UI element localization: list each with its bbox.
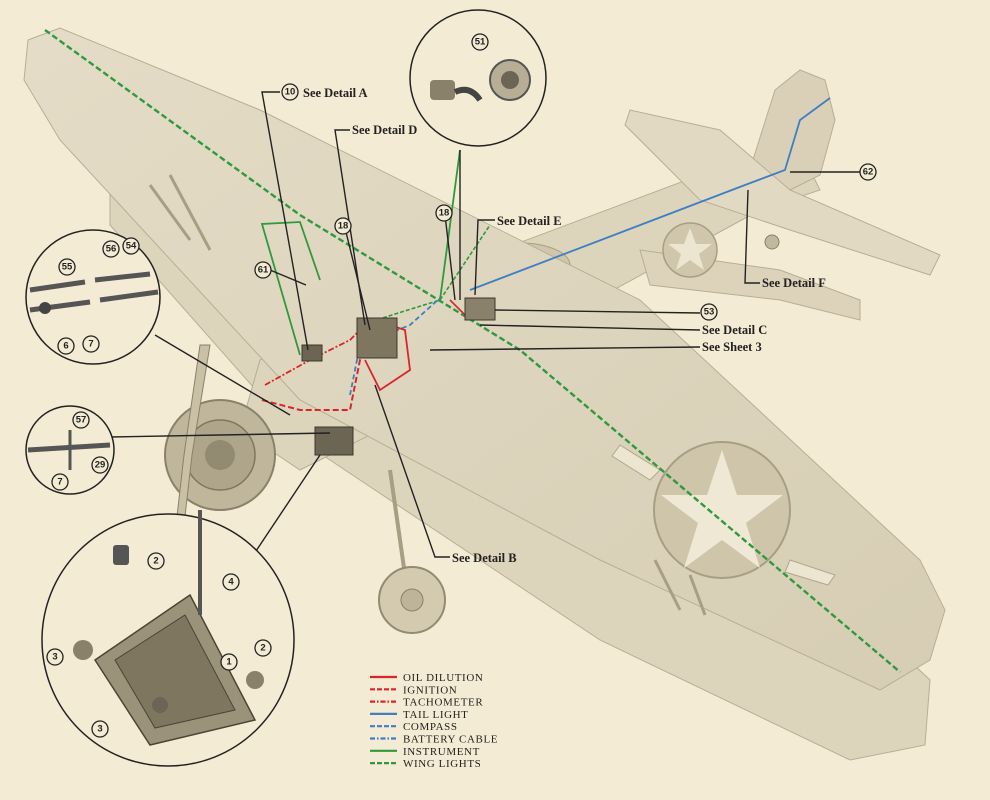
insignia-bar-right (784, 559, 836, 586)
wing-struts (148, 174, 707, 616)
gear-strut (388, 469, 407, 576)
wire-instrument (260, 149, 461, 356)
wire-wing-lights (44, 29, 901, 673)
callout-4: 4 (222, 573, 240, 591)
svg-text:10: 10 (285, 87, 296, 98)
insignia-bar-left (611, 444, 661, 481)
tail-fin (744, 69, 836, 191)
wing-insignia-star (661, 450, 783, 568)
svg-text:4: 4 (228, 577, 234, 588)
label-detail-d: See Detail D (352, 123, 417, 137)
label-detail-c: See Detail C (702, 323, 767, 337)
junction-box (356, 317, 398, 359)
svg-text:7: 7 (57, 477, 62, 488)
svg-text:7: 7 (88, 339, 93, 350)
svg-text:54: 54 (126, 241, 137, 252)
callout-7b: 7 (51, 473, 69, 491)
wire-tail-light (469, 97, 831, 291)
svg-text:51: 51 (475, 37, 486, 48)
svg-text:53: 53 (704, 307, 715, 318)
tail-insignia-star (668, 228, 712, 270)
svg-text:55: 55 (62, 262, 73, 273)
callout-61: 61 (254, 261, 272, 279)
legend-item: WING LIGHTS (370, 758, 481, 770)
horizontal-stabilizer (624, 109, 941, 276)
callout-51: 51 (471, 33, 489, 51)
label-sheet-3: See Sheet 3 (702, 340, 762, 354)
callout-2b: 2 (254, 639, 272, 657)
svg-text:2: 2 (260, 643, 265, 654)
legend-label: WING LIGHTS (403, 758, 481, 770)
battery-box (314, 426, 354, 456)
legend-label: INSTRUMENT (403, 746, 480, 758)
leader-lines (109, 91, 860, 561)
svg-text:56: 56 (106, 244, 117, 255)
svg-text:2: 2 (153, 556, 158, 567)
legend-item: INSTRUMENT (370, 746, 480, 758)
wire-compass (349, 297, 441, 396)
legend-item: OIL DILUTION (370, 672, 483, 684)
callout-18b: 18 (435, 204, 453, 222)
callout-10: 10 (281, 83, 299, 101)
callout-57: 57 (72, 411, 90, 429)
callout-55: 55 (58, 258, 76, 276)
svg-text:61: 61 (258, 265, 269, 276)
detail-circle-e (409, 9, 547, 147)
legend-label: TACHOMETER (403, 697, 483, 709)
legend-label: OIL DILUTION (403, 672, 483, 684)
rear-panel-box (464, 297, 496, 321)
callout-2a: 2 (147, 552, 165, 570)
callout-6: 6 (57, 337, 75, 355)
callout-29: 29 (91, 456, 109, 474)
callout-7a: 7 (82, 335, 100, 353)
callout-56: 56 (102, 240, 120, 258)
callout-53: 53 (700, 303, 718, 321)
svg-text:1: 1 (226, 657, 232, 668)
svg-text:3: 3 (52, 652, 57, 663)
svg-text:18: 18 (338, 221, 349, 232)
label-detail-e: See Detail E (497, 214, 562, 228)
legend-label: IGNITION (403, 684, 457, 696)
svg-text:18: 18 (439, 208, 450, 219)
legend-label: TAIL LIGHT (403, 709, 469, 721)
tail-wheel (764, 234, 780, 250)
svg-text:6: 6 (63, 341, 68, 352)
callout-1: 1 (220, 653, 238, 671)
legend-item: IGNITION (370, 684, 457, 696)
legend-item: TACHOMETER (370, 697, 483, 709)
callout-3a: 3 (46, 648, 64, 666)
label-detail-a: See Detail A (303, 86, 368, 100)
label-detail-b: See Detail B (452, 551, 517, 565)
svg-text:29: 29 (95, 460, 106, 471)
legend-label: BATTERY CABLE (403, 734, 498, 746)
callout-3b: 3 (91, 720, 109, 738)
legend-item: COMPASS (370, 721, 458, 733)
svg-text:57: 57 (76, 415, 87, 426)
callout-54: 54 (122, 237, 140, 255)
callout-18a: 18 (334, 217, 352, 235)
svg-text:62: 62 (863, 167, 874, 178)
legend-item: BATTERY CABLE (370, 734, 498, 746)
legend-item: TAIL LIGHT (370, 709, 469, 721)
legend-label: COMPASS (403, 721, 458, 733)
callout-62: 62 (859, 163, 877, 181)
label-detail-f: See Detail F (762, 276, 826, 290)
svg-text:3: 3 (97, 724, 102, 735)
